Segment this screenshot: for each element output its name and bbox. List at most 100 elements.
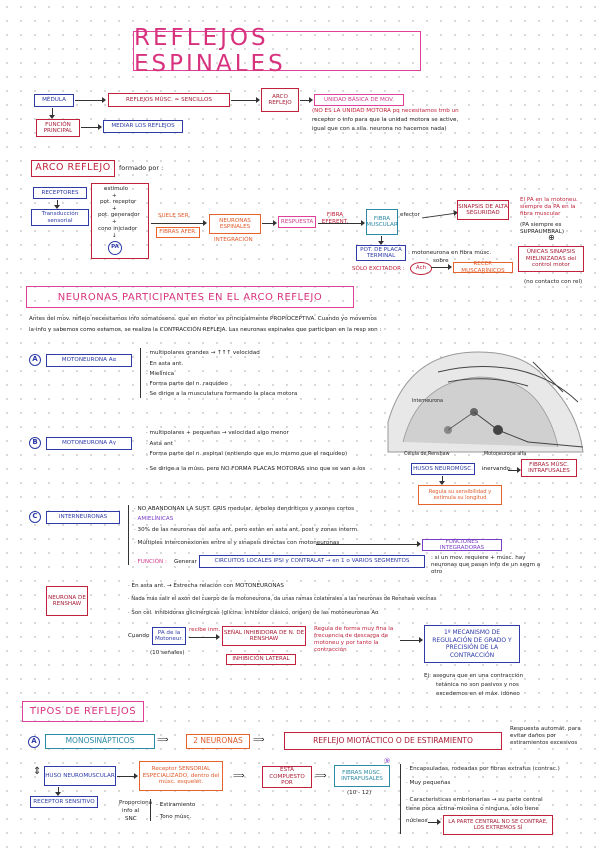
arrow (231, 97, 260, 104)
note-line: (NO ES LA UNIDAD MOTORA pq necesitamos t… (312, 108, 459, 114)
count: (10 - 12) (347, 790, 372, 796)
arrow (117, 773, 138, 780)
fibras-afer-box: FIBRAS AFER. (156, 227, 200, 238)
arrow (431, 264, 452, 271)
note-supra: (PA siempre es SUPRAUMBRAL) (520, 222, 565, 235)
integracion: INTEGRACIÓN (214, 237, 253, 243)
unicas-sinapsis-box: ÚNICAS SINAPSIS MIELINIZADAS del control… (518, 246, 584, 272)
neuronas-espinales-box: NEURONAS ESPINALES (209, 214, 261, 234)
d-item: · Muy pequeñas (406, 780, 451, 786)
ej-line: excedemos en el máx. idóneo (436, 691, 520, 697)
arrow (262, 220, 277, 227)
double-arrow: ⟹ (253, 735, 265, 744)
solo-excitador: SÓLO EXCITADOR : (352, 266, 405, 272)
list-item: + (112, 219, 117, 225)
arrow (49, 108, 56, 119)
neuronas-heading: NEURONAS PARTICIPANTES EN EL ARCO REFLEJ… (57, 291, 323, 303)
pa-motoneur-box: PA de la Motoneur. (152, 627, 186, 645)
b-item: · Asta ant (146, 441, 173, 447)
note-line: igual que con a.sila. neurona no hacemos… (312, 126, 447, 132)
cuando: Cuando (128, 633, 150, 639)
spinal-cord-diagram (387, 351, 584, 453)
arrow (300, 97, 313, 104)
title-banner: REFLEJOS ESPINALES (133, 25, 421, 77)
arco-reflejo-box: ARCO REFLEJO (261, 88, 299, 112)
funcion-principal-box: FUNCIÓN PRINCIPAL (36, 119, 80, 137)
list-item: cono iniciador (98, 226, 138, 232)
arrow (439, 476, 446, 485)
bracket (140, 348, 144, 398)
d-item: · Encapsuladas, rodeadas por fibras extr… (406, 766, 560, 772)
fibra-muscular-box: FIBRA MUSCULAR (366, 209, 398, 235)
letter-a-circle-tipos: A (28, 736, 40, 748)
bracket (150, 799, 154, 821)
note-pa: El PA en la motoneu. siempre da PA en la… (520, 197, 578, 217)
list-item: + (112, 193, 117, 199)
a-item: · En asta ant. (146, 361, 184, 367)
d-item: tiene poca actina-miosina o ninguna, sól… (406, 806, 539, 812)
mediar-box: MEDIAR LOS REFLEJOS (103, 120, 183, 133)
ej-line: tetánica no son pasivos y nos (436, 682, 519, 688)
parte-central-box: LA PARTE CENTRAL NO SE CONTRAE, LOS EXTR… (443, 815, 553, 835)
arrow (55, 787, 62, 796)
arrow (189, 634, 220, 641)
note-line: receptor o info para que la unidad motor… (312, 117, 459, 123)
circuitos-box: CIRCUITOS LOCALES IPSI y CONTRALAT → en … (199, 555, 425, 568)
tipos-heading: TIPOS DE REFLEJOS (29, 706, 137, 717)
c-item: · AMIELÍNICAS (134, 516, 174, 522)
regula-box: Regula su sensibilidad y estimula su lon… (418, 485, 502, 505)
r-item: · Nada más salir el axón del cuerpo de l… (128, 596, 437, 602)
inervando: inervando (482, 466, 511, 472)
formado-por: formado por : (119, 164, 164, 172)
fibra-eferent: FIBRA EFERENT. (321, 212, 349, 225)
respuesta-box: RESPUESTA (278, 216, 316, 228)
c-item: · Múltiples interconexiones entre sí y s… (134, 540, 340, 546)
bracket (400, 764, 404, 834)
arrow (422, 212, 457, 219)
propor-line: SNC (125, 816, 137, 822)
arrow (316, 541, 421, 548)
diagram-label: Interneurona (412, 399, 443, 404)
arrow (151, 220, 207, 227)
pa-circle: PA (108, 241, 122, 255)
motoneurona-fibra: : motoneurona en fibra músc. (408, 250, 492, 256)
sinapsis-alta-box: SINAPSIS DE ALTA SEGURIDAD (457, 200, 509, 220)
list-item: + (112, 206, 117, 212)
neuronas-heading-banner: NEURONAS PARTICIPANTES EN EL ARCO REFLEJ… (26, 286, 354, 308)
b-item: · Se dirige a la músc. pero NO FORMA PLA… (146, 466, 366, 472)
pot-placa-box: POT. DE PLACA TERMINAL (356, 245, 406, 261)
efector: efector (400, 212, 420, 218)
r-item: · Son cél. inhibidoras glicinérgicas (gl… (128, 610, 379, 616)
a-item: · Se dirige a la musculatura formando la… (146, 391, 298, 397)
husos-box: HUSOS NEUROMÚSC. (411, 463, 475, 475)
reflejos-musc-box: REFLEJOS MÚSC. ≃ SENCILLOS (108, 93, 230, 107)
fibras-intrafusales-box: FIBRAS MÚSC. INTRAFUSALES (521, 459, 577, 477)
receptores-box: RECEPTORES (33, 187, 87, 199)
double-arrow: ⟹ (233, 771, 245, 780)
a-item: · Forma parte del n. raquídeo (146, 381, 228, 387)
suele-ser: SUELE SER (158, 213, 189, 219)
funciones-integradoras-box: FUNCIONES INTEGRADORAS (422, 539, 502, 551)
renshaw-box: NEURONA DE RENSHAW (46, 586, 88, 616)
resp-autom: Respuesta automát. para evitar daños por… (510, 726, 581, 746)
list-item: estímulo (104, 186, 129, 192)
letter-b-circle: B (29, 437, 41, 449)
diagram-label: Célula de Renshaw (404, 452, 450, 457)
nucleos: núcleos (406, 818, 428, 824)
plus-icon: ⊕ (548, 233, 555, 242)
arrow (81, 124, 102, 131)
mecanismo-box: 1º MECANISMO DE REGULACIÓN DE GRADO Y PR… (424, 625, 520, 663)
unidad-basica-box: UNIDAD BÁSICA DE MOV. (314, 94, 404, 106)
intro-line: la info y sabemos como estamos, se reali… (29, 327, 382, 333)
no-contacto: (no contacto con rel) (524, 279, 583, 285)
bracket (128, 505, 132, 565)
tono: - Tono músc. (156, 814, 192, 820)
receptor-sensitivo-box: RECEPTOR SENSITIVO (30, 796, 98, 808)
letter-c-circle: C (29, 511, 41, 523)
letter-a-circle: A (29, 354, 41, 366)
b-item: · multipolares + pequeñas → velocidad al… (146, 430, 289, 436)
mono-box: MONOSINÁPTICOS (45, 734, 155, 749)
medula-box: MÉDULA (34, 94, 74, 107)
tipos-heading-banner: TIPOS DE REFLEJOS (22, 701, 144, 722)
arrow (318, 220, 365, 227)
